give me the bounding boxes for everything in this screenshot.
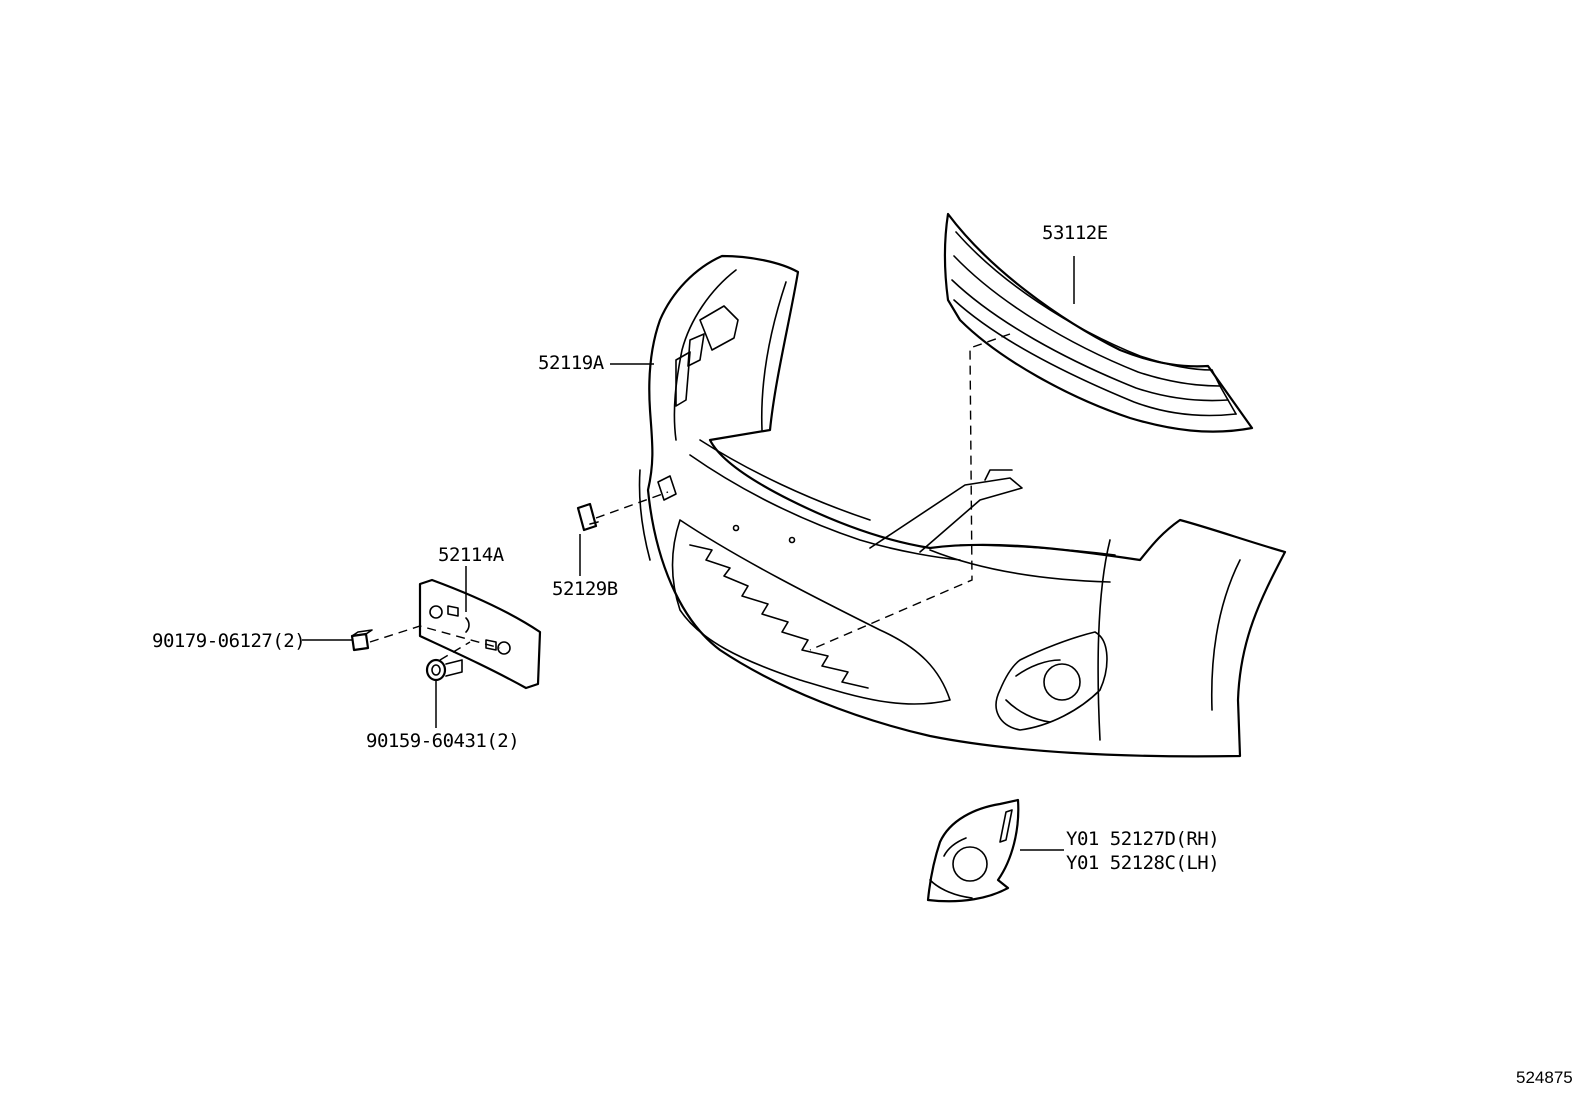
- screw[interactable]: [425, 658, 463, 682]
- label-clip: 90179-06127(2): [152, 630, 306, 652]
- label-tow-hook-cover: 52129B: [552, 578, 618, 600]
- fog-lamp-cover[interactable]: [926, 798, 1020, 903]
- license-bracket[interactable]: [418, 578, 542, 690]
- bumper-cover[interactable]: [638, 254, 1287, 758]
- label-screw: 90159-60431(2): [366, 730, 520, 752]
- tow-hook-cover[interactable]: [576, 502, 599, 532]
- label-grille: 53112E: [1042, 222, 1108, 244]
- leader-lines: [302, 256, 1075, 851]
- label-bumper-cover: 52119A: [538, 352, 604, 374]
- assembly-lines: [369, 333, 1011, 661]
- clip[interactable]: [350, 629, 373, 652]
- upper-grille[interactable]: [943, 212, 1254, 433]
- label-fog-cover-lh: Y01 52128C(LH): [1066, 852, 1220, 874]
- label-license-bracket: 52114A: [438, 544, 504, 566]
- diagram-id: 524875: [1516, 1068, 1573, 1087]
- label-fog-cover-rh: Y01 52127D(RH): [1066, 828, 1220, 850]
